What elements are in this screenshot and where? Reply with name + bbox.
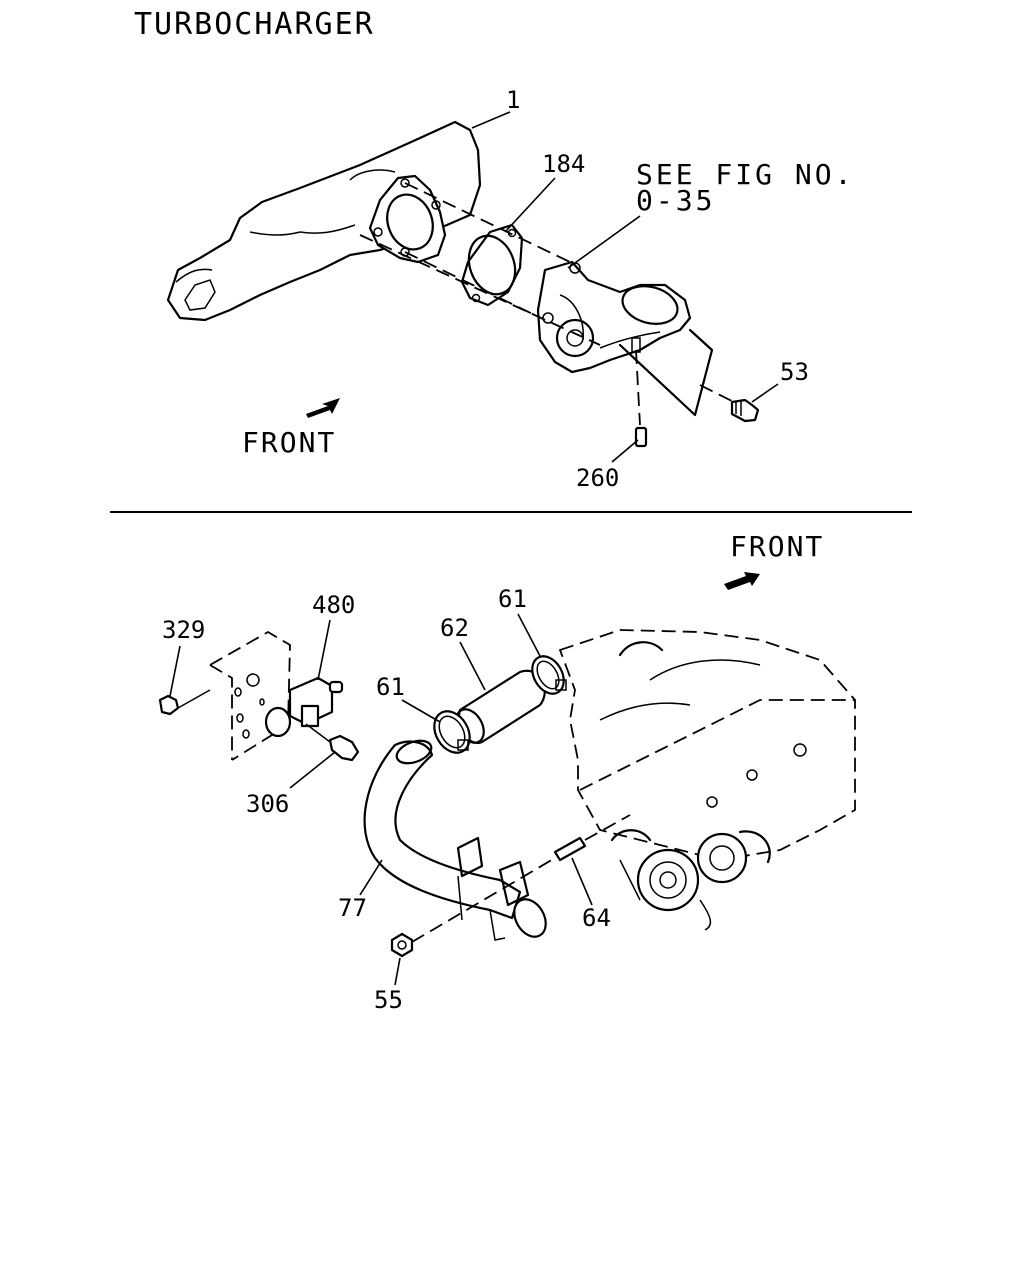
see-fig-line1: SEE FIG NO. [636,158,854,191]
gasket-184 [460,223,524,307]
callout-61-left: 61 [376,673,405,701]
exhaust-manifold [166,120,482,322]
stud-260 [631,337,648,448]
clamp-61-left [433,710,471,754]
callout-480: 480 [312,591,355,619]
callout-260: 260 [576,464,619,492]
callout-184: 184 [542,150,585,178]
nut-329 [158,689,211,716]
bolt-53 [730,398,760,423]
callout-329: 329 [162,616,205,644]
bolt-306 [328,734,360,762]
engine-block [558,629,856,861]
callout-61-top: 61 [498,585,527,613]
callout-77: 77 [338,894,367,922]
diagram-title: TURBOCHARGER [134,7,375,42]
callout-62: 62 [440,614,469,642]
front-arrow-top: FRONT [242,398,340,459]
front-label-top: FRONT [242,426,336,459]
mounting-plate [209,630,291,761]
callout-306: 306 [246,790,289,818]
callout-53: 53 [780,358,809,386]
callout-1: 1 [506,86,520,114]
stud-64 [553,814,631,862]
vsv-480 [264,676,344,743]
front-arrow-bottom: FRONT [724,530,824,590]
intake-pipe-77 [363,739,547,941]
see-fig-line2: 0-35 [636,184,715,217]
front-label-bottom: FRONT [730,530,824,563]
turbocharger-unit [610,829,771,931]
callout-64: 64 [582,904,611,932]
callout-55: 55 [374,986,403,1014]
clamp-61-right [531,655,567,695]
turbo-outlet-elbow [536,260,714,417]
nut-55 [390,857,556,958]
